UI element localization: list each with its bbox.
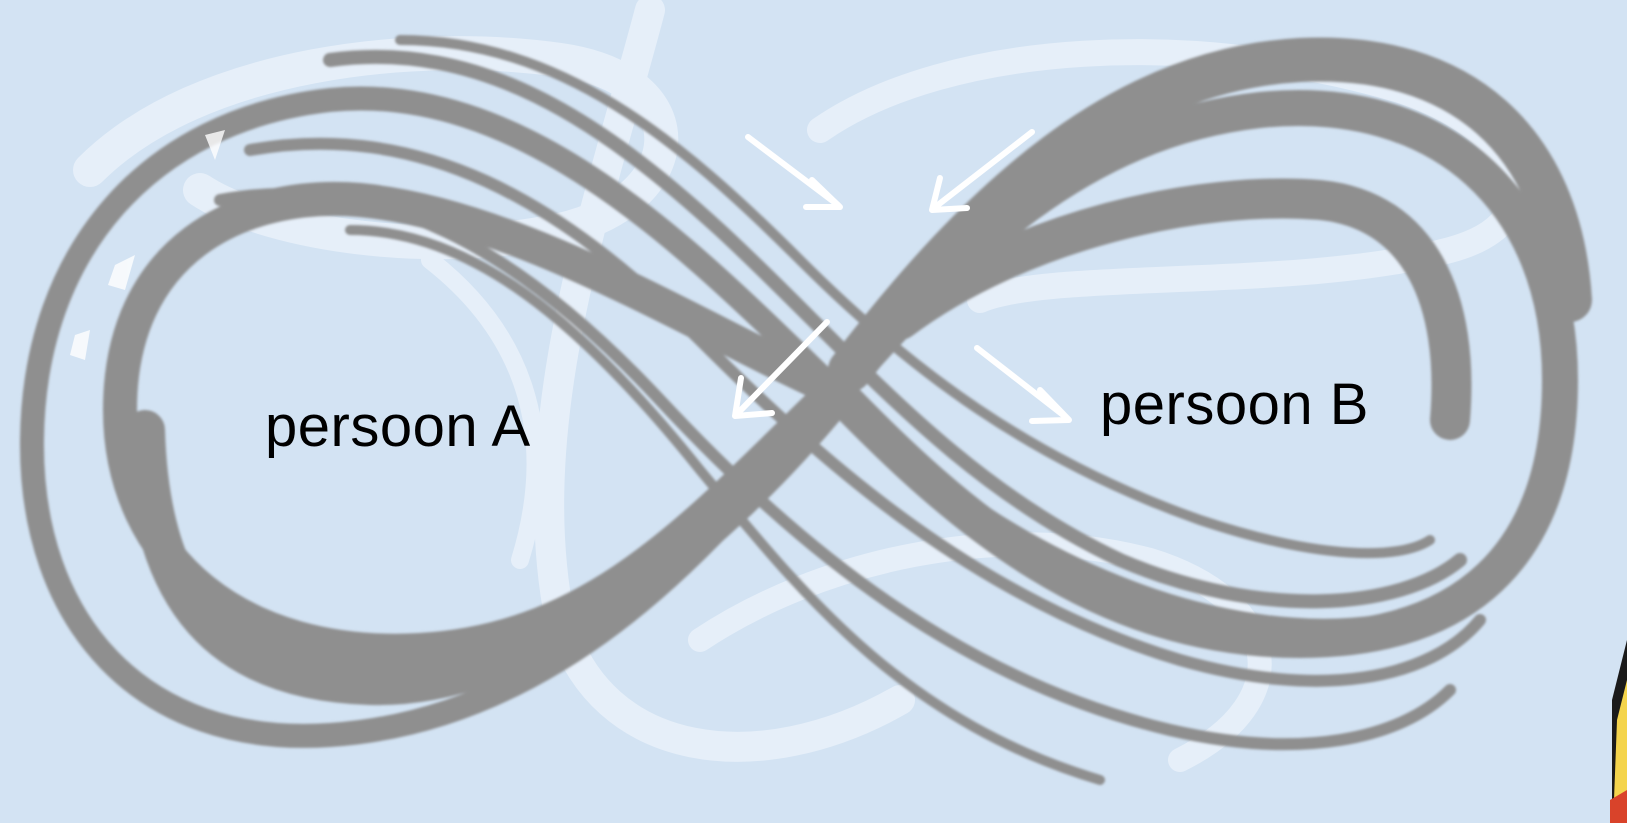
highlight-marks bbox=[70, 130, 225, 360]
arrow-down-right-icon bbox=[745, 134, 843, 210]
infinity-loop-icon bbox=[19, 35, 1592, 785]
arrow-down-right-icon bbox=[974, 345, 1072, 424]
arrow-down-left-icon bbox=[732, 319, 830, 419]
arrow-down-left-icon bbox=[929, 129, 1035, 213]
person-a-label: persoon A bbox=[265, 394, 531, 459]
corner-accent bbox=[1610, 640, 1627, 823]
person-b-label: persoon B bbox=[1100, 372, 1369, 437]
